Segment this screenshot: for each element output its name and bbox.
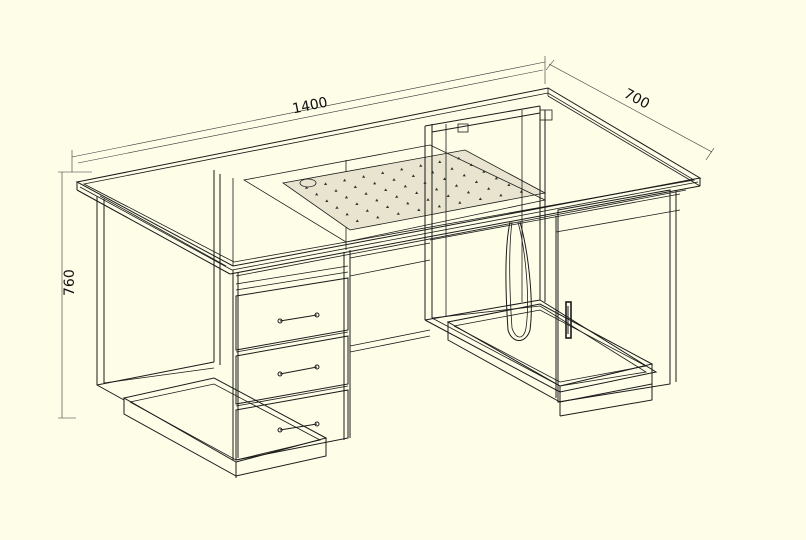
height-dimension: 760 [58, 171, 92, 419]
pad-dot [494, 176, 498, 180]
pad-dot [466, 190, 471, 194]
pad-dot [478, 197, 482, 201]
drawer-stack [232, 250, 351, 461]
pad-dot [406, 201, 410, 205]
pad-dot [323, 182, 328, 186]
pad-dot [417, 208, 421, 212]
pad-dot [450, 167, 454, 170]
tabletop [75, 87, 702, 277]
pad-dot [376, 215, 380, 219]
pad-dot [365, 209, 369, 212]
pad-dot [438, 160, 442, 164]
drawer-3-handle [277, 421, 320, 433]
pad-dot [442, 177, 447, 181]
pad-dot [353, 185, 357, 189]
pad-dot [507, 183, 511, 187]
cabinet-door [557, 189, 671, 403]
pad-dot [411, 174, 415, 178]
drawer-2-front [235, 335, 349, 405]
pad-dot [395, 195, 399, 198]
pad-dot [457, 156, 461, 160]
pad-dot [315, 192, 319, 196]
pad-dot [458, 201, 462, 204]
pad-dot [474, 180, 479, 184]
pad-dot [403, 184, 407, 188]
pad-dot [375, 198, 379, 202]
pad-dot [355, 219, 359, 223]
cabinet-door-handle [565, 301, 572, 339]
width-dimension-label: 1400 [291, 95, 329, 118]
pad-dot [362, 175, 366, 178]
pad-dot [487, 187, 491, 190]
drawer-1-handle [277, 312, 320, 324]
pad-dot [335, 206, 339, 209]
pad-dot [415, 191, 419, 195]
pad-dot [462, 173, 466, 177]
pad-dot [385, 205, 390, 209]
pad-dot [469, 163, 473, 167]
drawer-2-handle [277, 364, 320, 377]
pad-dot [364, 192, 368, 195]
pad-dot [325, 199, 329, 203]
pad-dot [419, 164, 423, 167]
left-pedestal [96, 170, 328, 478]
width-dimension: 1400 [71, 56, 546, 172]
pad-dot [373, 181, 377, 185]
pad-dot [400, 167, 404, 171]
pad-dot [334, 189, 338, 192]
right-pedestal [424, 105, 677, 417]
pad-dot [345, 212, 349, 216]
pad-dot [396, 212, 400, 215]
depth-dimension-label: 700 [621, 86, 652, 113]
pad-dot [426, 198, 430, 201]
pad-dot [392, 178, 396, 181]
pad-dot [446, 194, 450, 198]
pad-dot [434, 187, 439, 191]
height-dimension-label: 760 [62, 269, 78, 296]
pad-dot [344, 195, 349, 199]
pad-dot [437, 204, 441, 208]
pad-dot [482, 170, 486, 173]
pad-dot [304, 186, 309, 189]
pad-dot [355, 202, 359, 206]
pad-dot [381, 171, 385, 175]
pad-dot [454, 184, 459, 187]
pad-dot [384, 188, 388, 192]
back-panel [349, 193, 681, 353]
pad-dot [499, 193, 503, 197]
pad-dot-pattern [304, 156, 524, 223]
pad-dot [342, 178, 347, 182]
drawer-1-front [235, 277, 349, 351]
drawer-3-front [235, 389, 349, 461]
